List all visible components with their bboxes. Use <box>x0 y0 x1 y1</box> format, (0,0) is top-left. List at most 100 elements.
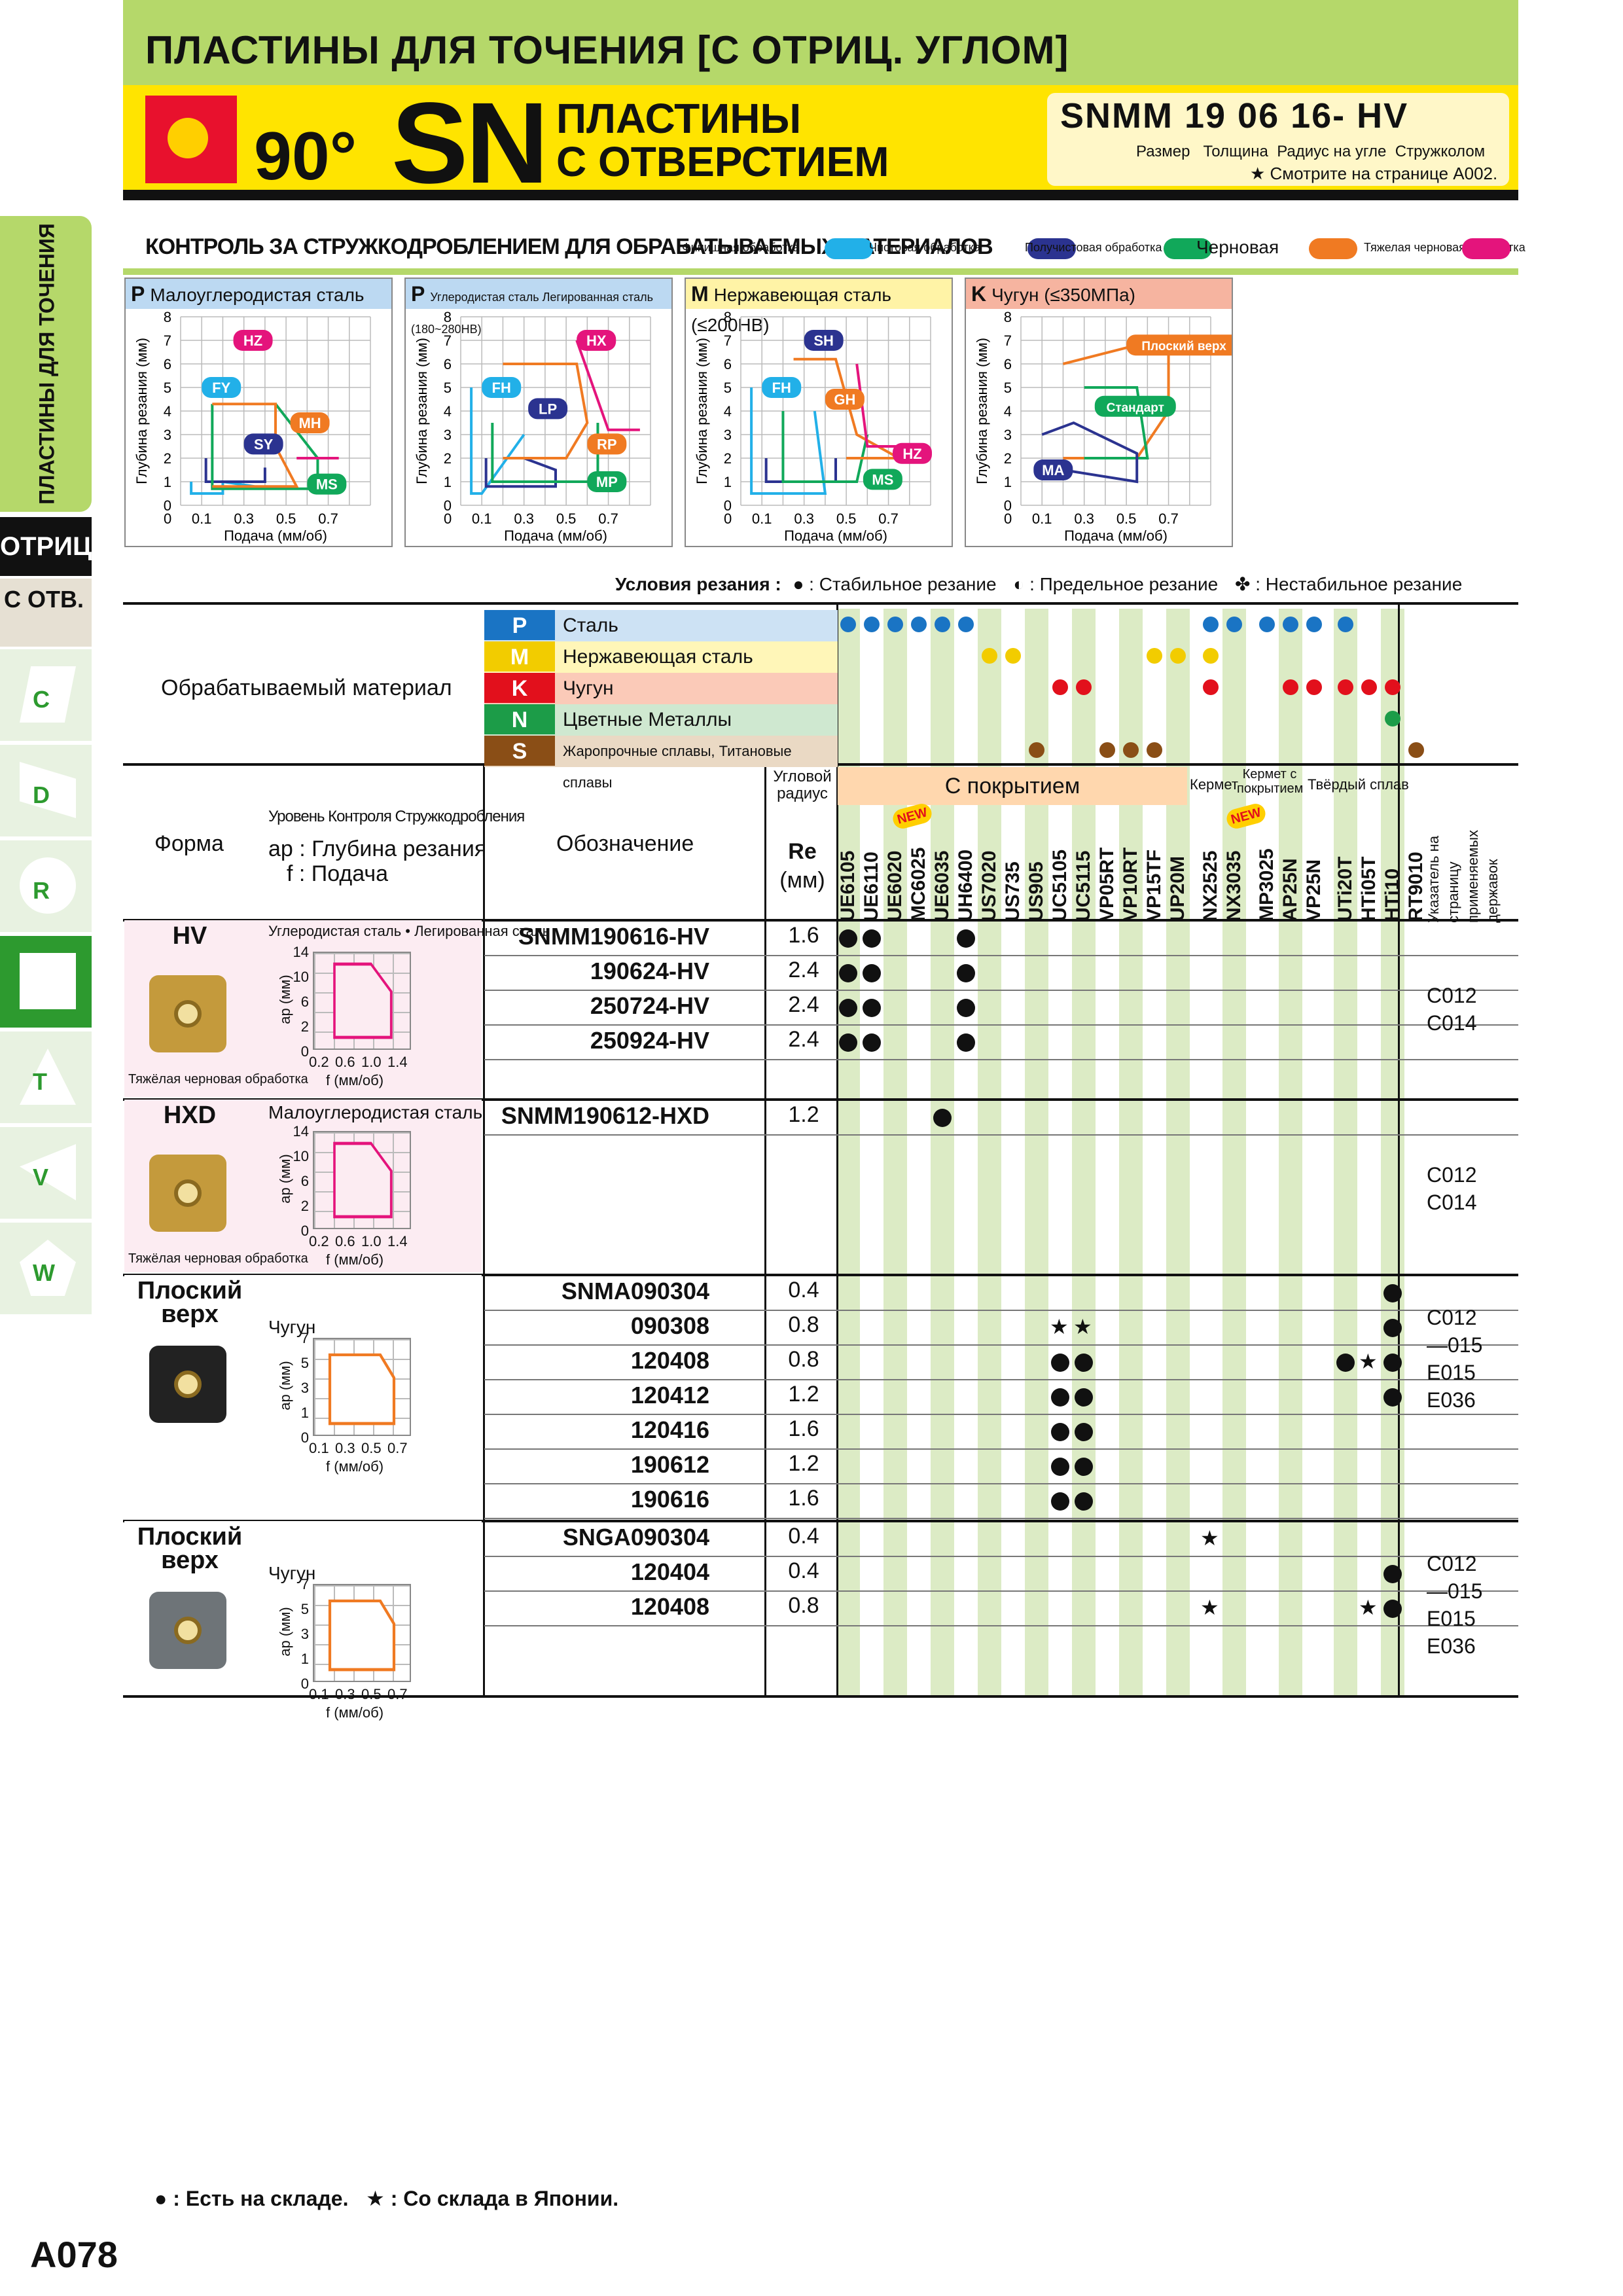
x-tick-label: 0.1 <box>1032 511 1052 527</box>
holder-page-ref[interactable]: —015 <box>1427 1333 1483 1357</box>
side-tab-t[interactable]: T <box>0 1031 92 1126</box>
y-tick-label: 5 <box>1004 380 1012 396</box>
cutting-condition-icon <box>1147 742 1162 758</box>
mini-y-tick: 0 <box>300 1676 309 1692</box>
mini-y-tick: 7 <box>300 1330 309 1346</box>
x-tick-label: 0.7 <box>318 511 338 527</box>
mini-y-tick: 10 <box>293 969 309 985</box>
legend-swatch <box>1164 238 1212 259</box>
japan-stock-star-icon: ★ <box>1200 1596 1219 1619</box>
legend-label: Финишная обработка <box>682 241 800 254</box>
material-title: Малоуглеродистая сталь <box>150 285 365 305</box>
mini-y-label: ap (мм) <box>276 1361 293 1410</box>
japan-stock-star-icon: ★ <box>1200 1526 1219 1550</box>
legend-label: Получистовая обработка <box>1025 241 1162 254</box>
corner-radius: 0.8 <box>788 1593 819 1618</box>
holder-page-ref[interactable]: C012 <box>1427 1306 1477 1329</box>
side-tab-negative[interactable]: ОТРИЦ. <box>0 517 99 576</box>
logo-dot-icon <box>168 118 208 158</box>
stock-dot-icon <box>863 1033 881 1052</box>
corner-radius: 2.4 <box>788 958 819 982</box>
material-letter: K <box>971 282 987 306</box>
origin-label: 0 <box>1004 511 1012 527</box>
insert-hole-icon <box>174 1000 202 1028</box>
insert-hole-icon <box>174 1371 202 1398</box>
x-tick-label: 0.1 <box>472 511 492 527</box>
grade-ap25n: AP25N <box>1279 858 1301 922</box>
footer-legend: ● : Есть на складе. ★ : Со склада в Япон… <box>154 2187 619 2210</box>
holder-page-ref[interactable]: C012 <box>1427 1552 1477 1575</box>
grade-hti10: HTi10 <box>1382 868 1403 922</box>
chart-caption: Чугун <box>268 1563 316 1583</box>
y-axis-label: Глубина резания (мм) <box>414 338 430 484</box>
stock-dot-icon <box>957 929 975 948</box>
holder-page-ref[interactable]: C014 <box>1427 1191 1477 1214</box>
holder-page-ref[interactable]: C014 <box>1427 1011 1477 1035</box>
chart-note: Тяжёлая черновая обработка <box>128 1251 308 1266</box>
designation: 190616 <box>630 1486 709 1513</box>
side-tab-with-hole[interactable]: С ОТВ. <box>0 579 92 647</box>
side-category-label: ПЛАСТИНЫ ДЛЯ ТОЧЕНИЯ <box>35 223 59 505</box>
holder-page-ref[interactable]: E036 <box>1427 1388 1476 1412</box>
side-tab-w[interactable]: W <box>0 1223 92 1317</box>
origin-label: 0 <box>164 511 171 527</box>
coated-group-header: С покрытием <box>838 767 1187 805</box>
corner-radius: 0.4 <box>788 1278 819 1302</box>
stock-dot-icon <box>1383 1388 1402 1407</box>
corner-radius: 0.4 <box>788 1558 819 1583</box>
cermet-group-header: Кермет <box>1190 776 1238 793</box>
y-tick-label: 1 <box>724 474 732 490</box>
cutting-condition-icon <box>1170 648 1186 664</box>
stock-dot-icon <box>933 1109 952 1127</box>
side-tab-r[interactable]: R <box>0 840 92 935</box>
mini-y-tick: 2 <box>300 1018 309 1035</box>
table-divider <box>483 763 485 1695</box>
side-category-tab[interactable] <box>0 216 92 512</box>
side-tab-s[interactable]: S <box>0 936 92 1030</box>
mini-y-label: ap (мм) <box>276 1154 293 1204</box>
stock-dot-icon <box>957 964 975 982</box>
corner-radius: 1.2 <box>788 1102 819 1127</box>
y-tick-label: 2 <box>724 450 732 467</box>
breaker-range <box>204 458 266 483</box>
holder-page-ref[interactable]: —015 <box>1427 1579 1483 1603</box>
mini-x-tick: 0.3 <box>335 1686 355 1702</box>
side-tab-d[interactable]: D <box>0 745 92 839</box>
material-title: Чугун (≤350МПа) <box>991 285 1135 305</box>
insert-photo <box>149 1155 226 1232</box>
x-tick-label: 0.5 <box>1116 511 1137 527</box>
cutting-condition-icon <box>1099 742 1115 758</box>
material-name: Чугун <box>563 677 614 699</box>
holder-page-ref[interactable]: E015 <box>1427 1361 1476 1384</box>
y-tick-label: 7 <box>444 332 452 349</box>
y-tick-label: 6 <box>1004 356 1012 372</box>
holder-page-ref[interactable]: E036 <box>1427 1634 1476 1658</box>
y-axis-label: Глубина резания (мм) <box>134 338 150 484</box>
chip-breaking-rule <box>123 268 1518 275</box>
condition-limit: ◐ : Предельное резание <box>1013 574 1219 594</box>
y-tick-label: 0 <box>1004 497 1012 514</box>
y-tick-label: 8 <box>724 309 732 325</box>
holder-page-ref[interactable]: C012 <box>1427 1163 1477 1187</box>
mini-y-tick: 14 <box>293 1123 309 1139</box>
cutting-condition-icon <box>1408 742 1424 758</box>
side-tab-v[interactable]: V <box>0 1127 92 1221</box>
holder-page-ref[interactable]: E015 <box>1427 1607 1476 1630</box>
application-range-inner <box>335 1145 390 1215</box>
row-rule <box>484 1024 1518 1026</box>
mini-y-tick: 7 <box>300 1576 309 1592</box>
side-tab-c[interactable]: C <box>0 649 92 744</box>
table-rule <box>123 1274 1518 1276</box>
corner-radius: 1.2 <box>788 1382 819 1407</box>
breaker-range <box>190 480 255 495</box>
page-title: ПЛАСТИНЫ ДЛЯ ТОЧЕНИЯ [С ОТРИЦ. УГЛОМ] <box>145 28 1069 72</box>
cutting-condition-icon <box>1029 742 1044 758</box>
application-range-inner <box>331 1356 393 1422</box>
mini-x-tick: 0.5 <box>361 1440 382 1456</box>
japan-stock-star-icon: ★ <box>1073 1315 1092 1338</box>
holder-page-ref[interactable]: C012 <box>1427 984 1477 1007</box>
cutting-condition-icon <box>1283 679 1298 695</box>
